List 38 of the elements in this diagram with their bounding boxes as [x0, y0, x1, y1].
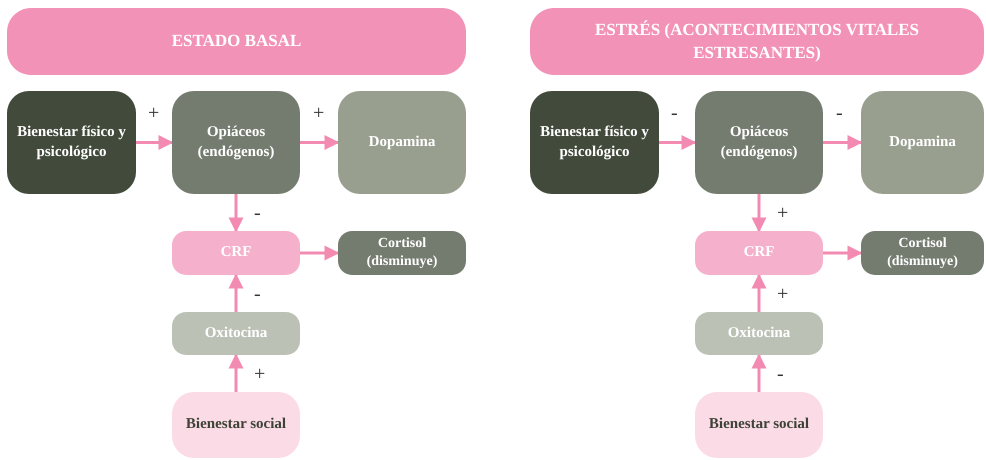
- arrow: [300, 246, 340, 260]
- process-box: Cortisol (disminuye): [338, 231, 466, 275]
- process-box: CRF: [695, 231, 823, 275]
- edge-label: +: [148, 102, 160, 122]
- edge-label: -: [777, 364, 784, 384]
- arrow: [228, 194, 244, 232]
- edge-label: +: [254, 364, 266, 384]
- process-box: Cortisol (disminuye): [861, 231, 984, 275]
- arrow: [752, 354, 766, 392]
- arrow: [136, 135, 174, 150]
- process-box: Bienestar social: [172, 392, 300, 458]
- edge-label: -: [836, 102, 843, 122]
- edge-label: -: [254, 202, 261, 222]
- header-band: ESTADO BASAL: [7, 8, 466, 75]
- header-band: ESTRÉS (ACONTECIMIENTOS VITALES ESTRESANTES): [530, 8, 984, 75]
- arrow: [752, 194, 766, 232]
- arrow: [228, 354, 244, 392]
- edge-label: +: [313, 102, 324, 122]
- process-box: CRF: [172, 231, 300, 275]
- edge-label: -: [254, 284, 261, 304]
- process-box: Bienestar social: [695, 392, 823, 458]
- process-box: Dopamina: [338, 91, 466, 194]
- process-box: Bienestar físico y psicológico: [7, 91, 136, 194]
- process-box: Opiáceos (endógenos): [695, 91, 823, 194]
- arrow: [228, 274, 244, 312]
- process-box: Oxitocina: [172, 312, 300, 355]
- arrow: [300, 135, 340, 150]
- arrow: [659, 135, 696, 150]
- edge-label: +: [777, 284, 788, 304]
- arrow: [823, 135, 862, 150]
- process-box: Oxitocina: [695, 312, 823, 355]
- arrow: [752, 274, 766, 312]
- edge-label: -: [671, 102, 678, 122]
- edge-label: +: [777, 202, 788, 222]
- arrow: [823, 246, 862, 260]
- process-box: Dopamina: [861, 91, 984, 194]
- process-box: Bienestar físico y psicológico: [530, 91, 659, 194]
- process-box: Opiáceos (endógenos): [172, 91, 300, 194]
